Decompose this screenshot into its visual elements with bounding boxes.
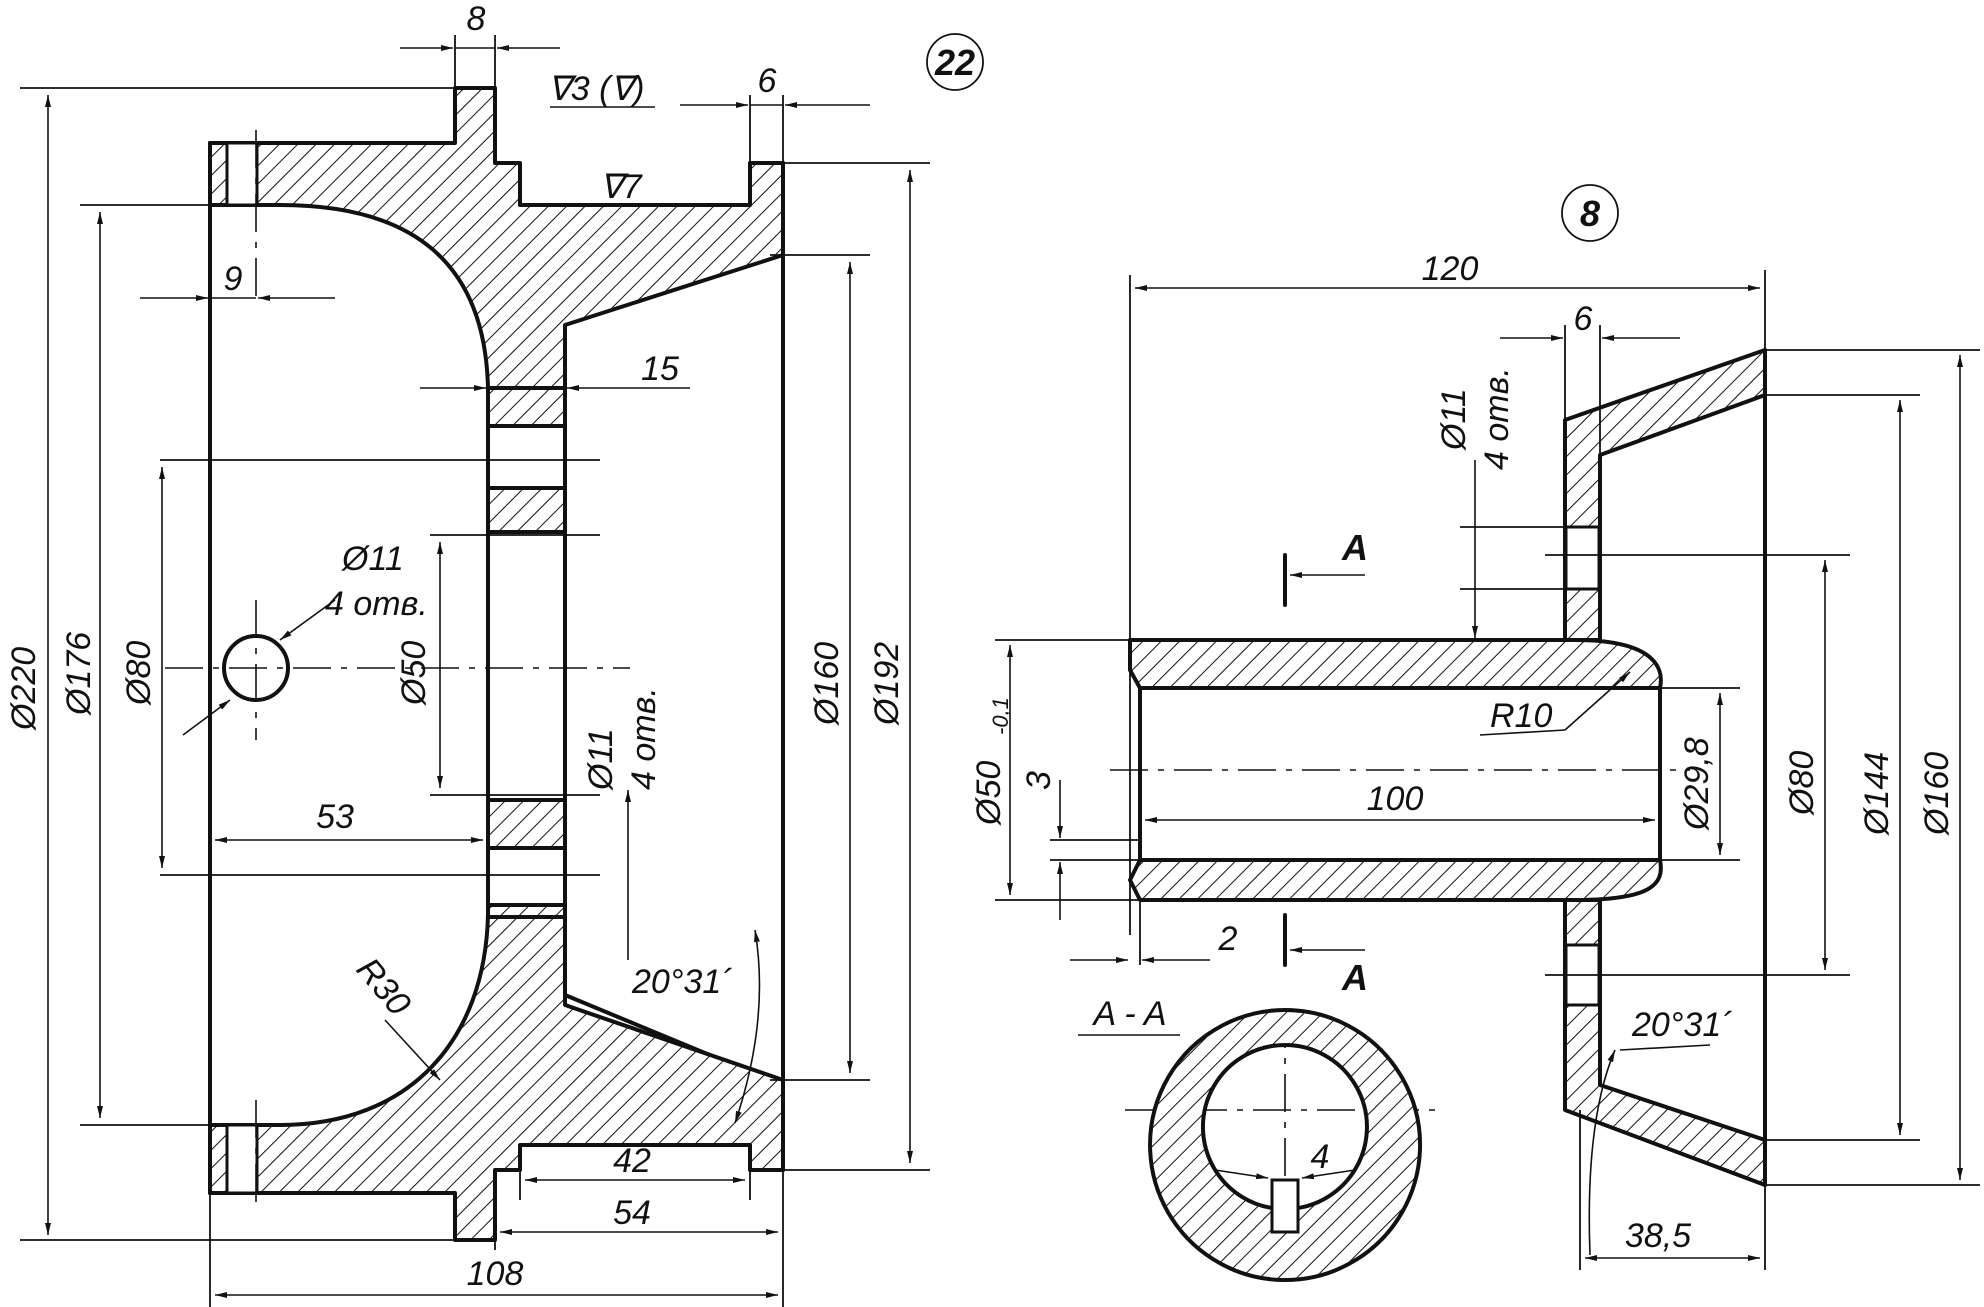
fig22-dia-220: Ø220	[5, 647, 43, 731]
fig22-dia-50: Ø50	[395, 641, 433, 706]
fig22-flange-hole-top	[225, 141, 259, 207]
fig8-dia-50-tolerance: -0,1	[988, 697, 1013, 735]
fig8-shaft-lower-wall	[1128, 858, 1663, 902]
fig22-hub-block-1	[486, 386, 567, 428]
fig22-dia-176: Ø176	[60, 632, 98, 716]
fig8-section-title: A - A	[1091, 995, 1166, 1033]
fig22-dim-42: 42	[613, 1142, 651, 1180]
fig8-section-ring	[1148, 1008, 1423, 1282]
fig22-labels: 22 8 6 ∇3 (∇) ∇7 9 15 Ø11 4 отв. Ø11 4 о…	[5, 0, 984, 1293]
fig8-dim-6: 6	[1574, 300, 1593, 338]
fig22-dia-80: Ø80	[120, 641, 158, 706]
fig22-hole1-dia: Ø11	[341, 540, 404, 578]
fig8-angle: 20°31´	[1631, 1006, 1733, 1044]
fig8-dia-80: Ø80	[1783, 751, 1821, 816]
fig8-dia-29-8: Ø29,8	[1678, 737, 1716, 831]
fig22-extension-lines	[20, 35, 930, 1307]
fig22-hole1-count: 4 отв.	[325, 585, 428, 623]
fig22-roughness-7: ∇7	[600, 168, 643, 206]
fig22-hole2-count: 4 отв.	[625, 687, 663, 790]
fig8-dim-4: 4	[1311, 1138, 1330, 1176]
fig8-dimension-lines	[1007, 285, 1963, 1261]
fig8-section-keyway	[1270, 1178, 1300, 1234]
fig8-number: 8	[1580, 193, 1600, 234]
fig8-dim-2: 2	[1218, 920, 1238, 958]
fig8-dia-144: Ø144	[1858, 752, 1896, 836]
fig22-dim-108: 108	[467, 1255, 524, 1293]
fig8-dim-3: 3	[1020, 771, 1058, 790]
fig22-dim-6: 6	[758, 62, 777, 100]
fig8-section-mark-a-top: A	[1341, 527, 1368, 568]
fig8-number-badge	[1561, 184, 1619, 242]
figure-22: 22 8 6 ∇3 (∇) ∇7 9 15 Ø11 4 отв. Ø11 4 о…	[5, 0, 984, 1307]
fig22-flange-hole-bottom	[225, 1123, 259, 1195]
fig22-dimension-lines	[45, 45, 913, 1298]
fig8-dim-120: 120	[1422, 250, 1479, 288]
fig8-radius-10: R10	[1490, 697, 1552, 735]
fig8-shaft-upper-wall	[1128, 638, 1663, 690]
fig22-roughness-3: ∇3 (∇)	[548, 70, 645, 108]
fig22-hub-block-3	[486, 798, 567, 850]
fig8-labels: 8 120 6 Ø11 4 отв. A A Ø50 -0,1 3 R10 10…	[970, 184, 1956, 1255]
fig8-dia-50: Ø50	[970, 761, 1008, 826]
fig22-dim-15: 15	[641, 350, 679, 388]
fig8-dim-38-5: 38,5	[1625, 1217, 1691, 1255]
fig22-dim-9: 9	[224, 260, 243, 298]
fig8-hole-dia: Ø11	[1435, 388, 1473, 451]
fig22-dim-8: 8	[467, 0, 486, 38]
fig22-dim-53: 53	[316, 798, 354, 836]
fig22-dim-54: 54	[613, 1194, 651, 1232]
fig22-number: 22	[934, 42, 975, 83]
fig8-extension-lines	[995, 270, 1980, 1270]
fig22-top-wall	[208, 86, 785, 390]
fig8-section-mark-a-bottom: A	[1341, 957, 1368, 998]
fig22-number-badge	[926, 33, 984, 91]
fig22-hub-block-4	[486, 903, 567, 919]
fig22-dia-192: Ø192	[868, 642, 906, 726]
figure-8: 8 120 6 Ø11 4 отв. A A Ø50 -0,1 3 R10 10…	[970, 184, 1980, 1282]
fig22-dia-160: Ø160	[808, 642, 846, 726]
fig22-angle: 20°31´	[631, 963, 733, 1001]
fig22-centerlines	[160, 130, 630, 1210]
fig8-hole-count: 4 отв.	[1478, 367, 1516, 470]
fig22-hub-block-2	[486, 486, 567, 534]
fig8-flange-hole-upper	[1564, 525, 1601, 591]
fig8-section-aa	[1148, 1008, 1423, 1282]
fig22-hole2-dia: Ø11	[582, 728, 620, 791]
fig8-dia-160: Ø160	[1918, 752, 1956, 836]
fig22-bottom-wall	[208, 913, 785, 1242]
fig22-radius-30: R30	[349, 951, 418, 1023]
fig8-cone-upper	[1563, 348, 1767, 642]
fig8-dim-100: 100	[1367, 780, 1424, 818]
